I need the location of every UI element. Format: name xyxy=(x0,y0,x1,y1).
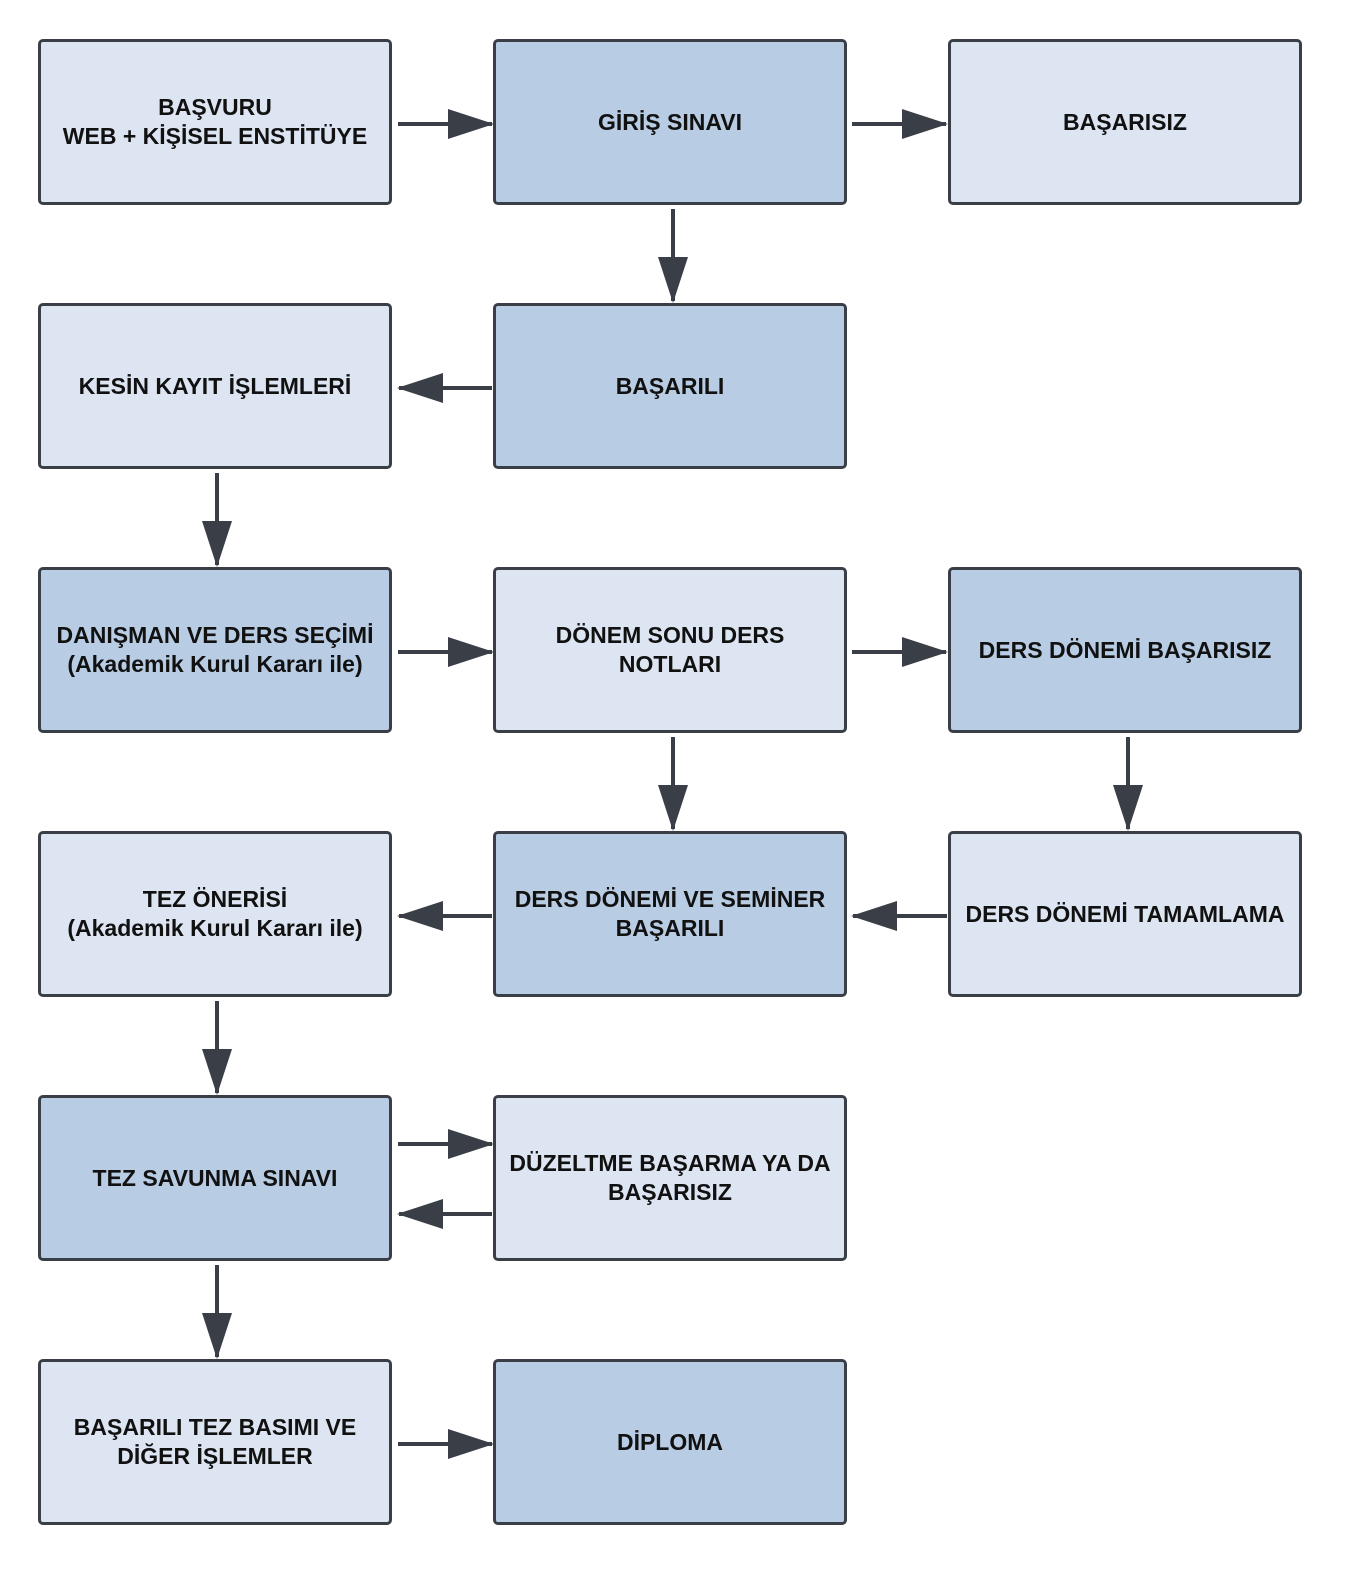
node-basarili: BAŞARILI xyxy=(493,303,847,469)
node-basarisiz: BAŞARISIZ xyxy=(948,39,1302,205)
node-label: KESİN KAYIT İŞLEMLERİ xyxy=(78,372,352,399)
node-label: DÖNEM SONU DERS NOTLARI xyxy=(555,622,785,677)
node-label: DÜZELTME BAŞARMA YA DA BAŞARISIZ xyxy=(509,1150,831,1205)
node-label: BAŞARILI xyxy=(615,372,725,399)
node-donem-sonu-ders-notlari: DÖNEM SONU DERS NOTLARI xyxy=(493,567,847,733)
node-duzeltme: DÜZELTME BAŞARMA YA DA BAŞARISIZ xyxy=(493,1095,847,1261)
node-label: BAŞARILI TEZ BASIMI VE DİĞER İŞLEMLER xyxy=(73,1414,357,1469)
node-label: DERS DÖNEMİ VE SEMİNER BAŞARILI xyxy=(514,886,826,941)
node-label: BAŞARISIZ xyxy=(1063,108,1187,135)
node-label: BAŞVURU WEB + KİŞİSEL ENSTİTÜYE xyxy=(62,94,368,149)
node-label: GİRİŞ SINAVI xyxy=(598,108,742,135)
node-basvuru: BAŞVURU WEB + KİŞİSEL ENSTİTÜYE xyxy=(38,39,392,205)
node-kesin-kayit: KESİN KAYIT İŞLEMLERİ xyxy=(38,303,392,469)
node-ders-donemi-basarisiz: DERS DÖNEMİ BAŞARISIZ xyxy=(948,567,1302,733)
node-ders-donemi-ve-seminer-basarili: DERS DÖNEMİ VE SEMİNER BAŞARILI xyxy=(493,831,847,997)
node-label: TEZ SAVUNMA SINAVI xyxy=(92,1164,338,1191)
node-danisman-ve-ders-secimi: DANIŞMAN VE DERS SEÇİMİ (Akademik Kurul … xyxy=(38,567,392,733)
node-label: DERS DÖNEMİ TAMAMLAMA xyxy=(965,900,1285,927)
node-tez-savunma-sinavi: TEZ SAVUNMA SINAVI xyxy=(38,1095,392,1261)
node-label: DANIŞMAN VE DERS SEÇİMİ (Akademik Kurul … xyxy=(56,622,374,677)
node-label: TEZ ÖNERİSİ (Akademik Kurul Kararı ile) xyxy=(67,886,363,941)
node-label: DERS DÖNEMİ BAŞARISIZ xyxy=(978,636,1272,663)
node-tez-onerisi: TEZ ÖNERİSİ (Akademik Kurul Kararı ile) xyxy=(38,831,392,997)
node-basarili-tez-basimi: BAŞARILI TEZ BASIMI VE DİĞER İŞLEMLER xyxy=(38,1359,392,1525)
node-diploma: DİPLOMA xyxy=(493,1359,847,1525)
node-ders-donemi-tamamlama: DERS DÖNEMİ TAMAMLAMA xyxy=(948,831,1302,997)
node-giris-sinavi: GİRİŞ SINAVI xyxy=(493,39,847,205)
node-label: DİPLOMA xyxy=(616,1428,724,1455)
